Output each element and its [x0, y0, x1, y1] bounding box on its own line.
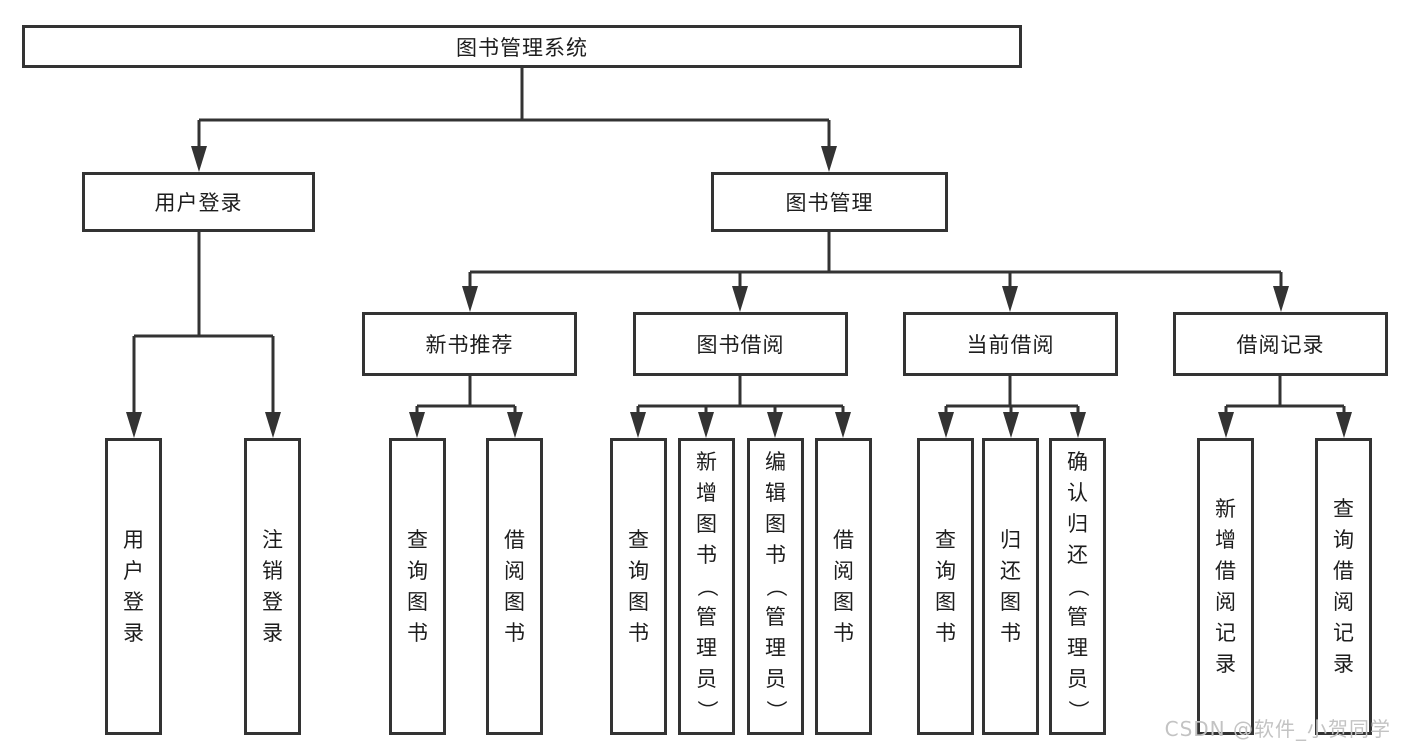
leaf-borrow-edit: 编辑图书（管理员）: [747, 438, 804, 735]
leaf-current-confirm: 确认归还（管理员）: [1049, 438, 1106, 735]
leaf-current-return: 归还图书: [982, 438, 1039, 735]
leaf-borrow-query-label: 查询图书: [628, 527, 649, 645]
leaf-newbook-query: 查询图书: [389, 438, 446, 735]
arrowhead: [1336, 412, 1352, 438]
connector-currentborrow-to-leaves: [938, 376, 1086, 438]
node-book-borrow: 图书借阅: [633, 312, 848, 376]
node-book-mgmt: 图书管理: [711, 172, 948, 232]
connector-newbook-to-leaves: [409, 376, 523, 438]
leaf-borrow-borrow: 借阅图书: [815, 438, 872, 735]
leaf-borrow-query: 查询图书: [610, 438, 667, 735]
leaf-current-return-label: 归还图书: [1000, 527, 1021, 645]
connector-bookmgmt-to-level3: [462, 232, 1289, 312]
leaf-logout: 注销登录: [244, 438, 301, 735]
connector-root-to-level2: [191, 68, 837, 172]
arrowhead: [1218, 412, 1234, 438]
node-new-book-label: 新书推荐: [425, 333, 514, 357]
leaf-borrow-add: 新增图书（管理员）: [678, 438, 735, 735]
arrowhead: [767, 412, 783, 438]
leaf-borrow-edit-label: 编辑图书（管理员）: [764, 450, 788, 721]
node-root: 图书管理系统: [22, 25, 1022, 68]
leaf-newbook-query-label: 查询图书: [407, 527, 428, 645]
csdn-watermark: CSDN @软件_小贺同学: [1164, 717, 1391, 741]
arrowhead: [732, 286, 748, 312]
arrowhead: [1273, 286, 1289, 312]
leaf-user-login: 用户登录: [105, 438, 162, 735]
arrowhead: [462, 286, 478, 312]
node-user-login: 用户登录: [82, 172, 315, 232]
arrowhead: [1003, 412, 1019, 438]
leaf-record-add-label: 新增借阅记录: [1215, 496, 1236, 676]
leaf-current-query: 查询图书: [917, 438, 974, 735]
leaf-borrow-add-label: 新增图书（管理员）: [695, 450, 719, 721]
arrowhead: [938, 412, 954, 438]
leaf-user-login-label: 用户登录: [123, 527, 144, 645]
node-current-borrow: 当前借阅: [903, 312, 1118, 376]
node-root-label: 图书管理系统: [456, 35, 588, 60]
connector-userlogin-to-leaves: [126, 232, 281, 438]
node-current-borrow-label: 当前借阅: [966, 333, 1055, 357]
leaf-borrow-borrow-label: 借阅图书: [833, 527, 854, 645]
arrowhead: [191, 146, 207, 172]
connector-bookborrow-to-leaves: [630, 376, 851, 438]
leaf-newbook-borrow: 借阅图书: [486, 438, 543, 735]
arrowhead: [507, 412, 523, 438]
arrowhead: [835, 412, 851, 438]
leaf-record-query-label: 查询借阅记录: [1333, 496, 1354, 676]
node-borrow-record: 借阅记录: [1173, 312, 1388, 376]
arrowhead: [265, 412, 281, 438]
connector-record-to-leaves: [1218, 376, 1352, 438]
node-borrow-record-label: 借阅记录: [1236, 333, 1325, 357]
node-user-login-label: 用户登录: [154, 191, 243, 215]
arrowhead: [1002, 286, 1018, 312]
leaf-newbook-borrow-label: 借阅图书: [504, 527, 525, 645]
arrowhead: [126, 412, 142, 438]
arrowhead: [409, 412, 425, 438]
leaf-current-query-label: 查询图书: [935, 527, 956, 645]
arrowhead: [1070, 412, 1086, 438]
leaf-current-confirm-label: 确认归还（管理员）: [1066, 450, 1090, 721]
arrowhead: [821, 146, 837, 172]
leaf-record-query: 查询借阅记录: [1315, 438, 1372, 735]
node-book-mgmt-label: 图书管理: [785, 191, 874, 215]
leaf-logout-label: 注销登录: [262, 527, 283, 645]
leaf-record-add: 新增借阅记录: [1197, 438, 1254, 735]
node-book-borrow-label: 图书借阅: [696, 333, 785, 357]
arrowhead: [698, 412, 714, 438]
node-new-book: 新书推荐: [362, 312, 577, 376]
arrowhead: [630, 412, 646, 438]
